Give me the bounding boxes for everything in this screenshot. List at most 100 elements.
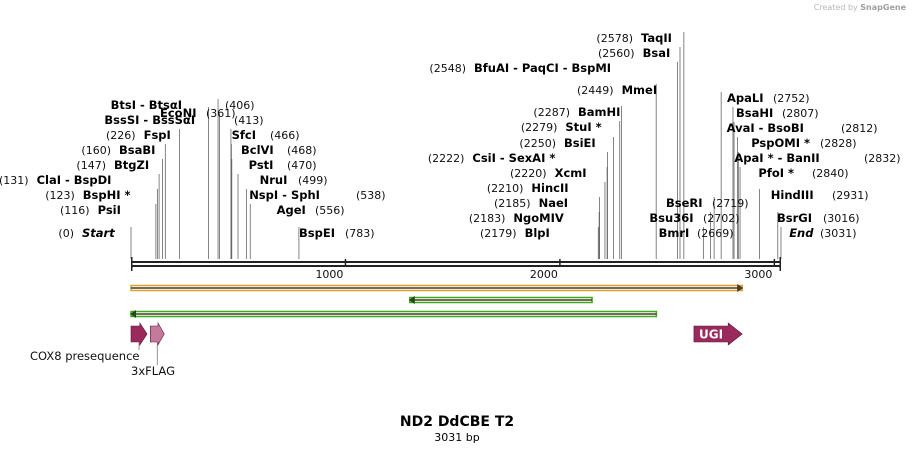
- site-name: XcmI: [555, 166, 587, 180]
- site-name: BsiEI: [564, 136, 596, 150]
- dna-backbone: [131, 257, 781, 271]
- restriction-site-hincii[interactable]: (2210) HincII: [487, 181, 569, 195]
- orf-arrowhead: [408, 296, 415, 304]
- restriction-site-xcmi[interactable]: (2220)XcmI: [510, 166, 587, 180]
- site-name: ApaLI: [727, 91, 764, 105]
- orange-orf-arrow[interactable]: [130, 284, 744, 292]
- restriction-site-psti[interactable]: PstI(470): [249, 158, 317, 172]
- restriction-site-end[interactable]: End(3031): [789, 226, 856, 240]
- site-name: ApaI * - BanII: [734, 151, 819, 165]
- restriction-site-pfoi[interactable]: PfoI *(2840): [758, 166, 848, 180]
- site-position: (538): [356, 189, 386, 202]
- feature-ugi[interactable]: UGI: [693, 322, 743, 346]
- site-position: (2210): [487, 182, 524, 195]
- restriction-site-bsssi-bsss-i[interactable]: BssSI - BssSαI (413): [104, 113, 263, 127]
- site-position: (406): [225, 99, 255, 112]
- site-name: BclVI: [241, 143, 274, 157]
- site-position: (2931): [832, 189, 869, 202]
- restriction-site-blpi[interactable]: (2179)BlpI: [480, 226, 550, 240]
- site-name: BfuAI - PaqCI - BspMI: [474, 61, 611, 75]
- restriction-site-econi[interactable]: EcoNI(361): [160, 106, 236, 120]
- feature-3xflag[interactable]: 3xFLAG: [131, 321, 175, 378]
- restriction-site-avai-bsobi[interactable]: AvaI - BsoBI(2812): [727, 121, 878, 135]
- restriction-site-apali[interactable]: ApaLI(2752): [727, 91, 810, 105]
- restriction-site-naei[interactable]: (2185) NaeI: [494, 196, 568, 210]
- restriction-site-stui[interactable]: (2279)StuI *: [521, 120, 602, 134]
- restriction-site-mmei[interactable]: (2449) MmeI: [577, 83, 657, 97]
- site-position: (2702): [703, 212, 740, 225]
- restriction-site-bmri[interactable]: BmrI(2669): [659, 226, 734, 240]
- scale-tick-label: 2000: [530, 268, 558, 281]
- site-position: (2222): [428, 152, 465, 165]
- site-name: End: [789, 226, 814, 240]
- site-name: BsaHI: [736, 106, 773, 120]
- site-position: (361): [206, 107, 236, 120]
- feature-cox8-presequence[interactable]: COX8 presequence: [30, 321, 148, 363]
- feature-arrow: [150, 321, 165, 347]
- site-name: BlpI: [525, 226, 550, 240]
- feature-label: 3xFLAG: [131, 364, 175, 378]
- site-name: AgeI: [277, 203, 306, 217]
- site-position: (123): [45, 189, 75, 202]
- site-name: BamHI: [578, 105, 620, 119]
- site-position: (226): [106, 129, 136, 142]
- site-position: (2185): [494, 197, 531, 210]
- site-lines: [130, 32, 782, 259]
- restriction-site-apai-banii[interactable]: ApaI * - BanII(2832): [734, 151, 900, 165]
- restriction-site-agei[interactable]: AgeI(556): [277, 203, 345, 217]
- restriction-site-psii[interactable]: (116)PsiI: [60, 203, 121, 217]
- site-name: BseRI: [666, 196, 703, 210]
- restriction-site-fspi[interactable]: (226)FspI: [106, 128, 171, 142]
- backbone-bottom-strand: [131, 265, 781, 267]
- restriction-site-bsahi[interactable]: BsaHI (2807): [736, 106, 819, 120]
- restriction-site-bspei[interactable]: BspEI(783): [299, 226, 375, 240]
- site-name: MmeI: [622, 83, 658, 97]
- feature-arrow: [130, 321, 148, 347]
- restriction-site-hindiii[interactable]: HindIII (2931): [771, 188, 869, 202]
- site-position: (147): [76, 159, 106, 172]
- site-name: SfcI: [232, 128, 256, 142]
- restriction-site-taqii[interactable]: (2578)TaqII: [596, 31, 672, 45]
- restriction-site-bsiei[interactable]: (2250)BsiEI: [519, 136, 595, 150]
- site-position: (499): [298, 174, 328, 187]
- restriction-site-bseri[interactable]: BseRI(2719): [666, 196, 749, 210]
- scale-tick-label: 3000: [744, 268, 772, 281]
- restriction-site-bsu36i[interactable]: Bsu36I(2702): [649, 211, 739, 225]
- site-name: PfoI *: [758, 166, 794, 180]
- restriction-site-pspomi[interactable]: PspOMI *(2828): [751, 136, 856, 150]
- site-name: HincII: [531, 181, 568, 195]
- site-name: BssSI - BssSαI: [104, 113, 195, 127]
- restriction-site-bsai[interactable]: (2560)BsaI: [598, 46, 670, 60]
- restriction-site-btsi-bts-i[interactable]: BtsI - BtsαI(406): [111, 98, 255, 112]
- restriction-site-bsphi[interactable]: (123)BspHI *: [45, 188, 130, 202]
- restriction-site-nspi-sphi[interactable]: NspI - SphI(538): [249, 188, 385, 202]
- restriction-site-clai-bspdi[interactable]: (131)ClaI - BspDI: [0, 173, 111, 187]
- site-position: (2449): [577, 84, 614, 97]
- restriction-site-bsrgi[interactable]: BsrGI(3016): [777, 211, 860, 225]
- restriction-site-sfci[interactable]: SfcI(466): [232, 128, 300, 142]
- site-position: (116): [60, 204, 90, 217]
- restriction-site-bfuai-paqci-bspmi[interactable]: (2548)BfuAI - PaqCI - BspMI: [429, 61, 611, 75]
- restriction-site-bsabi[interactable]: (160)BsaBI: [81, 143, 155, 157]
- backbone-top-strand: [131, 261, 781, 263]
- restriction-site-bclvi[interactable]: BclVI(468): [241, 143, 317, 157]
- restriction-site-start[interactable]: (0)Start: [58, 226, 115, 240]
- green-orf-arrow[interactable]: [408, 296, 593, 304]
- restriction-site-bamhi[interactable]: (2287)BamHI: [533, 105, 620, 119]
- site-position: (2812): [841, 122, 878, 135]
- site-name: NaeI: [539, 196, 568, 210]
- restriction-site-btgzi[interactable]: (147)BtgZI: [76, 158, 149, 172]
- feature-arrow: [693, 322, 743, 346]
- green-orf-arrow[interactable]: [130, 310, 658, 318]
- site-position: (2807): [782, 107, 819, 120]
- backbone-right-end: [779, 257, 781, 271]
- restriction-site-nrui[interactable]: NruI(499): [260, 173, 328, 187]
- feature-label: UGI: [699, 328, 723, 342]
- site-name: HindIII: [771, 188, 814, 202]
- restriction-site-ngomiv[interactable]: (2183)NgoMIV: [469, 211, 564, 225]
- site-name: BsaI: [643, 46, 671, 60]
- site-position: (413): [234, 114, 264, 127]
- restriction-site-csii-sexai[interactable]: (2222)CsiI - SexAI *: [428, 151, 556, 165]
